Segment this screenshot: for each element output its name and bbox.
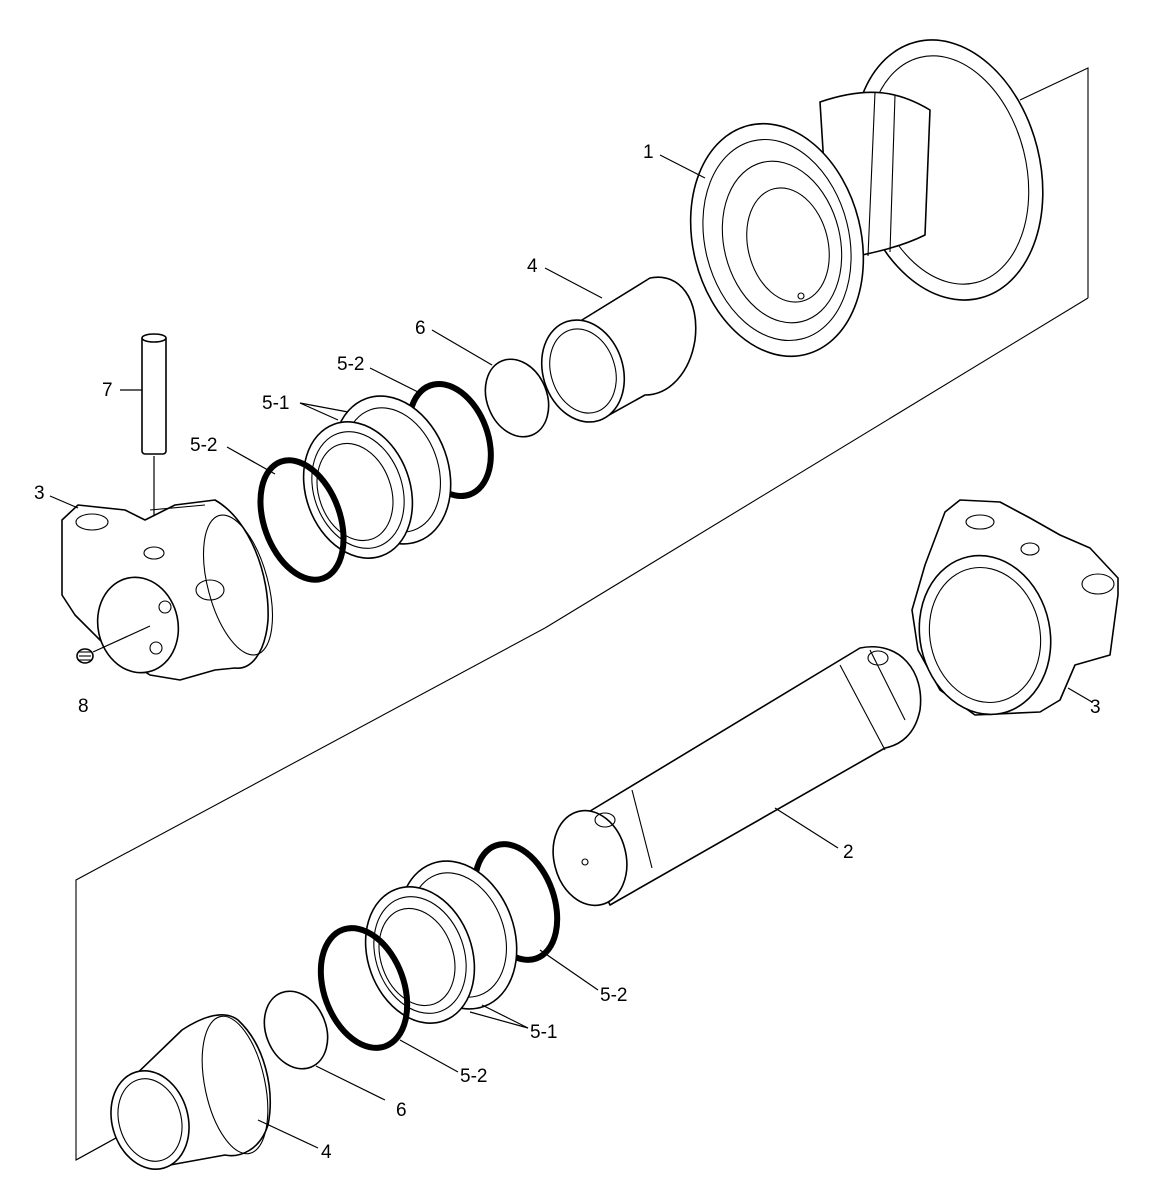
- label-1: 1: [643, 142, 654, 163]
- part-5-2-top-left-oring: [257, 457, 347, 583]
- label-5-1-bottom: 5-1: [530, 1022, 557, 1043]
- label-4-bottom: 4: [321, 1142, 332, 1163]
- leader-lines: [49, 154, 1093, 1149]
- label-4-top: 4: [527, 256, 538, 277]
- label-5-2-bottom-right: 5-2: [600, 985, 627, 1006]
- label-5-1-top: 5-1: [262, 393, 289, 414]
- label-5-2-bottom-left: 5-2: [460, 1066, 487, 1087]
- part-labels: 1 4 6 5-2 5-1 5-2 7 3 8 3 2 5-2 5-1 5-2 …: [34, 142, 1101, 1163]
- part-5-1-bottom-seal: [364, 860, 518, 1024]
- part-4-bottom-bushing: [110, 1014, 271, 1170]
- label-3-left: 3: [34, 483, 45, 504]
- label-6-top: 6: [415, 318, 426, 339]
- part-3-left-collar: [61, 499, 274, 681]
- part-8-plug: [76, 625, 151, 664]
- label-5-2-top-left: 5-2: [190, 435, 217, 456]
- part-5-2-bottom-left-oring: [317, 925, 411, 1051]
- label-8: 8: [78, 696, 89, 717]
- part-6-top-disc: [484, 358, 550, 438]
- part-7-pin: [141, 333, 167, 548]
- part-6-bottom-disc: [263, 990, 329, 1070]
- assembly-frame: [75, 67, 1089, 1161]
- part-1-roller-shell: [689, 39, 1044, 358]
- label-3-right: 3: [1090, 697, 1101, 718]
- label-2: 2: [843, 842, 854, 863]
- label-5-2-top-right: 5-2: [337, 354, 364, 375]
- part-2-shaft: [552, 645, 922, 907]
- part-4-top-bushing: [540, 276, 697, 423]
- label-7: 7: [102, 380, 113, 401]
- part-5-1-top-seal: [302, 395, 452, 559]
- part-3-right-collar: [911, 499, 1119, 716]
- label-6-bottom: 6: [396, 1100, 407, 1121]
